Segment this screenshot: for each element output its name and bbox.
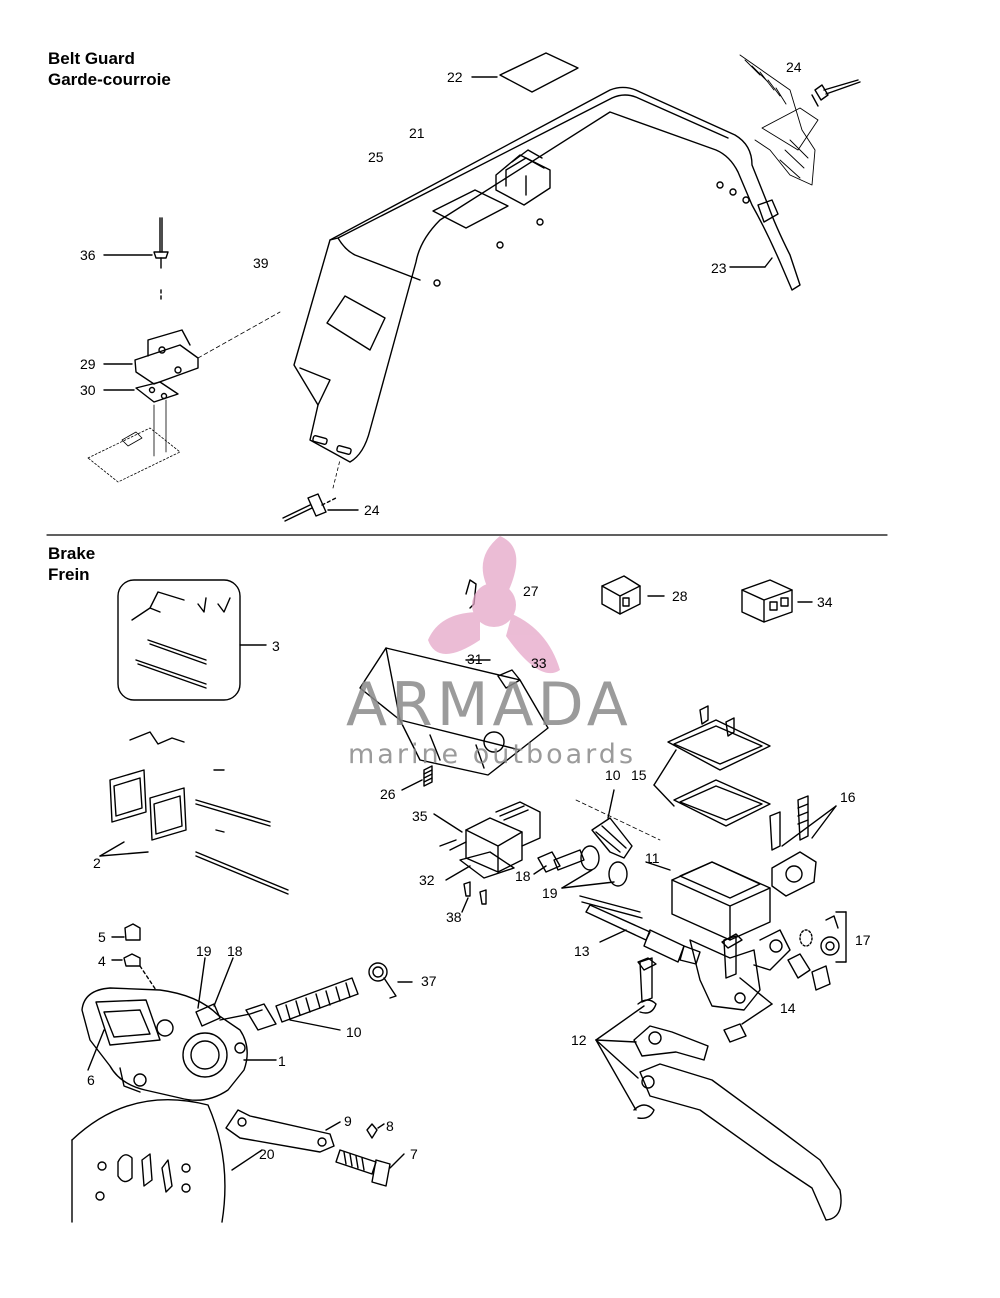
callout-24-top: 24 [786, 59, 802, 75]
callout-32: 32 [419, 872, 435, 888]
plate-30 [103, 381, 179, 403]
brake-title-fr: Frein [48, 565, 90, 584]
callout-9: 9 [344, 1113, 352, 1129]
upper-mount [739, 54, 819, 186]
callout-8: 8 [386, 1118, 394, 1134]
callout-1: 1 [278, 1053, 286, 1069]
callout-34: 34 [817, 594, 833, 610]
brake-title-en: Brake [48, 544, 96, 563]
callout-36: 36 [80, 247, 96, 263]
callout-37: 37 [421, 973, 437, 989]
callout-21: 21 [409, 125, 425, 141]
belt-guard-drawing [87, 52, 861, 522]
propeller-logo [428, 536, 560, 674]
callout-19-upper: 19 [542, 885, 558, 901]
callout-6: 6 [87, 1072, 95, 1088]
callout-39: 39 [253, 255, 269, 271]
label-22 [499, 52, 579, 93]
callout-20: 20 [259, 1146, 275, 1162]
callout-19-lower: 19 [196, 943, 212, 959]
brake-hose-upper [575, 789, 661, 859]
belt-guard-title-en: Belt Guard [48, 49, 135, 68]
callout-38: 38 [446, 909, 462, 925]
callout-23: 23 [711, 260, 727, 276]
callout-26: 26 [380, 786, 396, 802]
callout-14: 14 [780, 1000, 796, 1016]
banjo-bolt-18 [533, 849, 585, 875]
rivet-24-top [811, 79, 861, 107]
callout-12: 12 [571, 1032, 587, 1048]
brake-pads-2 [99, 731, 289, 895]
bracket-9 [225, 1109, 341, 1153]
callout-10-lower: 10 [346, 1024, 362, 1040]
callout-33: 33 [531, 655, 547, 671]
spring-26 [401, 765, 433, 791]
brake-switch-35 [433, 801, 541, 873]
connector-34 [741, 579, 813, 623]
callout-7: 7 [410, 1146, 418, 1162]
watermark-tagline: marine outboards [348, 739, 637, 770]
screws-38 [461, 881, 487, 913]
brake-rotor-20 [71, 1099, 263, 1223]
callout-27: 27 [523, 583, 539, 599]
bolt-7 [335, 1149, 405, 1187]
callout-18-lower: 18 [227, 943, 243, 959]
brake-drawing [71, 575, 847, 1223]
callout-28: 28 [672, 588, 688, 604]
brake-caliper-1 [81, 923, 277, 1101]
kit-3-box [117, 579, 267, 701]
callout-17: 17 [855, 932, 871, 948]
callout-13: 13 [574, 943, 590, 959]
label-33 [497, 669, 521, 689]
connector-28 [601, 575, 665, 615]
washer-19-b [608, 861, 628, 887]
parts-17 [787, 911, 847, 991]
bracket-29 [103, 311, 281, 385]
callout-29: 29 [80, 356, 96, 372]
hose-clamp-37 [368, 962, 413, 999]
piston-13 [579, 895, 701, 965]
cover-31 [359, 647, 549, 776]
callout-3: 3 [272, 638, 280, 654]
mount-surface [87, 399, 181, 483]
callout-10-upper: 10 [605, 767, 621, 783]
label-25 [432, 189, 509, 229]
label-39 [326, 295, 386, 351]
callout-15: 15 [631, 767, 647, 783]
brake-lever-12 [595, 957, 842, 1221]
master-cylinder-11 [645, 861, 791, 1011]
callout-16: 16 [840, 789, 856, 805]
washer-19-a [580, 845, 600, 871]
callout-22: 22 [447, 69, 463, 85]
belt-guard-title-fr: Garde-courroie [48, 70, 171, 89]
bracket-32 [445, 851, 515, 881]
belt-guard-clip [495, 149, 551, 206]
callout-25: 25 [368, 149, 384, 165]
belt-guard-title: Belt Guard Garde-courroie [48, 48, 171, 90]
callout-4: 4 [98, 953, 106, 969]
rivet-36 [103, 217, 169, 301]
callout-11: 11 [645, 850, 660, 866]
nut-8 [366, 1123, 378, 1139]
callout-5: 5 [98, 929, 106, 945]
rivet-24-bottom [282, 459, 359, 522]
brake-title: Brake Frein [48, 543, 95, 585]
callout-24-bottom: 24 [364, 502, 380, 518]
callout-2: 2 [93, 855, 101, 871]
reservoir-cap-15 [653, 705, 771, 827]
clamp-16 [769, 795, 837, 897]
belt-guard-body [293, 86, 801, 463]
pivot-14 [721, 933, 773, 1043]
callout-31: 31 [467, 651, 483, 667]
brake-hose-lower [219, 977, 359, 1031]
callout-18-upper: 18 [515, 868, 531, 884]
callout-35: 35 [412, 808, 428, 824]
watermark-brand: ARMADA [346, 670, 632, 740]
callout-30: 30 [80, 382, 96, 398]
